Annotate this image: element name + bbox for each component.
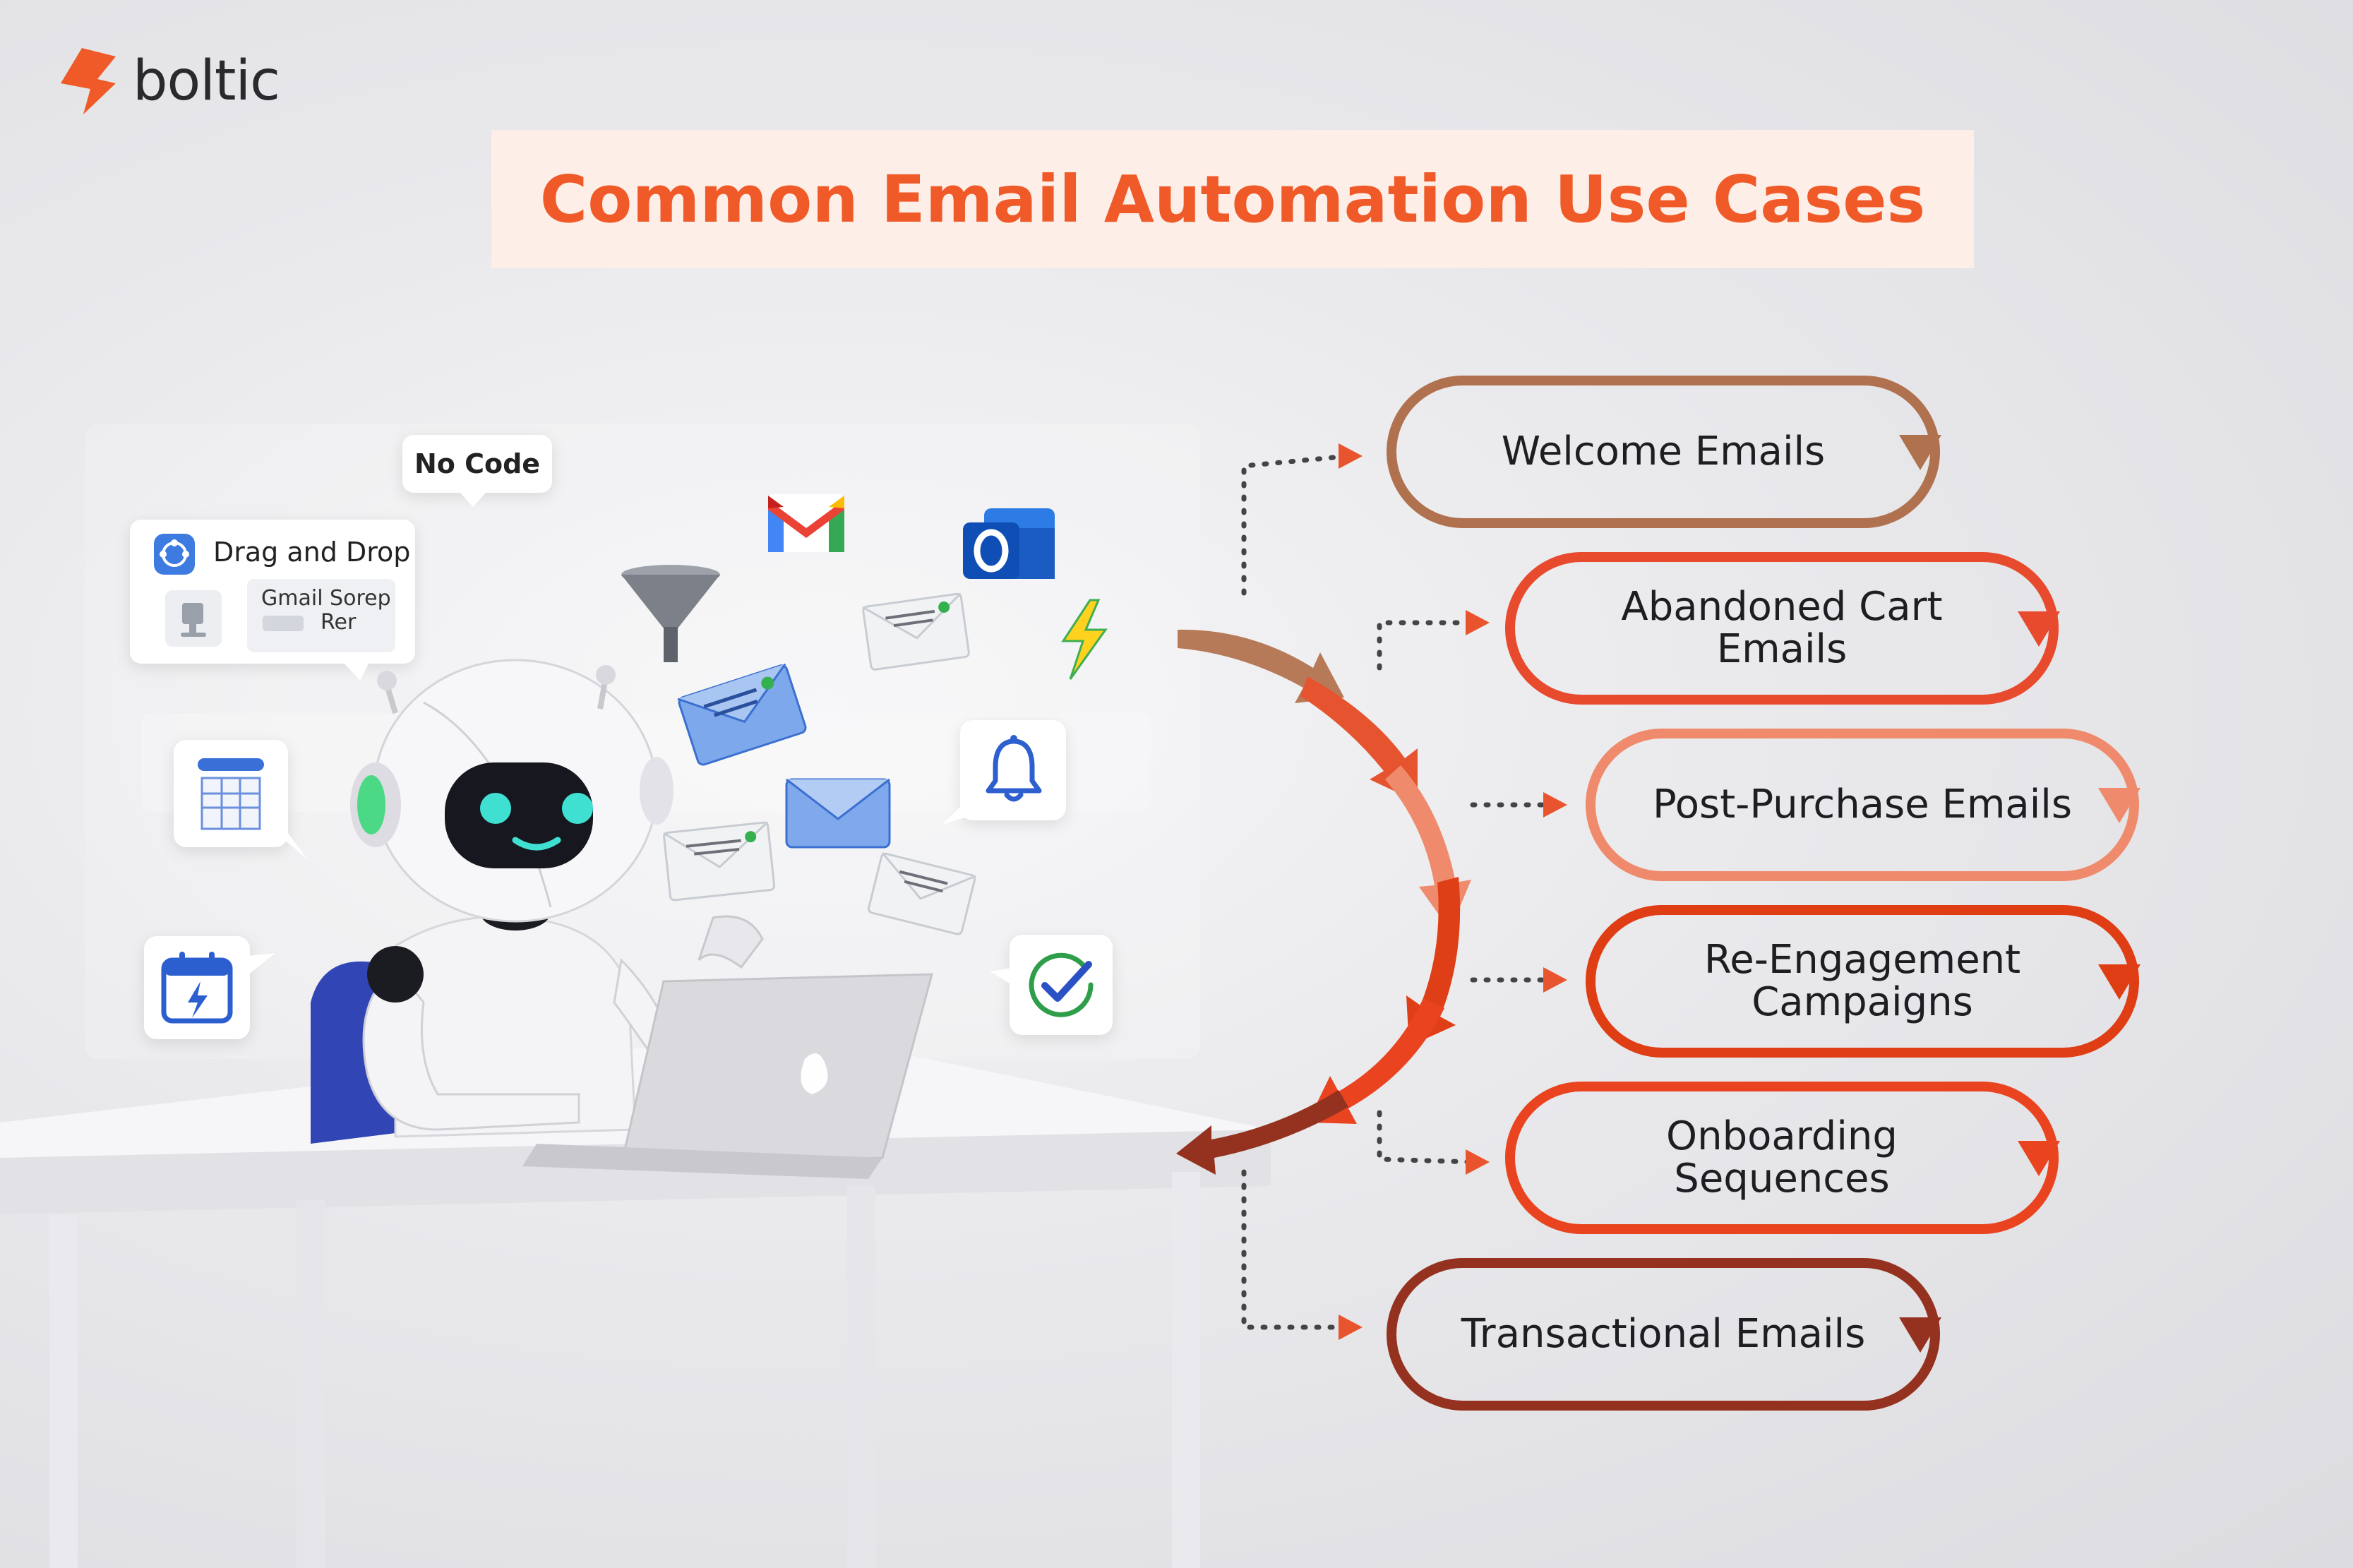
drag-step-title: Gmail Sorep bbox=[261, 586, 391, 611]
no-code-tail-icon bbox=[459, 491, 487, 507]
drag-and-drop-card: Drag and Drop Gmail Sorep Rer bbox=[130, 520, 415, 664]
envelope-icon bbox=[663, 821, 776, 902]
use-case-label: Post-Purchase Emails bbox=[1652, 782, 2072, 827]
envelope-icon bbox=[677, 663, 807, 766]
calendar-card bbox=[144, 936, 250, 1039]
dotted-connectors bbox=[1241, 453, 1556, 1330]
envelope-icon bbox=[785, 778, 891, 849]
connector-arrowheads bbox=[1339, 443, 1567, 1340]
use-case-label: Re-Engagement Campaigns bbox=[1704, 937, 2021, 1025]
gmail-icon bbox=[768, 494, 844, 552]
use-case-pill-transactional: Transactional Emails bbox=[1387, 1258, 1940, 1411]
workflow-icon bbox=[154, 534, 195, 575]
use-case-pill-post-purchase: Post-Purchase Emails bbox=[1586, 729, 2139, 881]
step-placeholder-bar bbox=[263, 616, 304, 631]
use-case-pill-re-engagement: Re-Engagement Campaigns bbox=[1586, 905, 2139, 1058]
spreadsheet-tail-icon bbox=[277, 833, 308, 860]
spreadsheet-icon bbox=[198, 758, 264, 830]
use-case-label: Abandoned Cart Emails bbox=[1621, 584, 1943, 672]
use-case-label: Welcome Emails bbox=[1501, 429, 1826, 474]
spreadsheet-card bbox=[174, 740, 288, 847]
curved-flow-arrow bbox=[1176, 629, 1471, 1175]
bell-card bbox=[960, 720, 1066, 820]
no-code-badge: No Code bbox=[402, 435, 552, 493]
robot-scene bbox=[0, 659, 1271, 1568]
use-case-pill-onboarding: Onboarding Sequences bbox=[1505, 1082, 2059, 1234]
brand-name: boltic bbox=[133, 49, 280, 113]
bolt-logo-icon bbox=[61, 48, 116, 114]
use-case-label: Transactional Emails bbox=[1461, 1311, 1866, 1357]
outlook-icon bbox=[963, 508, 1055, 579]
envelope-icon bbox=[862, 592, 970, 671]
widget-block-icon bbox=[165, 590, 222, 647]
lightning-icon bbox=[1061, 599, 1108, 680]
page-title: Common Email Automation Use Cases bbox=[539, 161, 1926, 237]
checkmark-tail-icon bbox=[990, 967, 1018, 988]
drag-and-drop-label: Drag and Drop bbox=[213, 537, 411, 568]
checkmark-icon bbox=[1029, 952, 1094, 1017]
use-case-pill-welcome: Welcome Emails bbox=[1387, 376, 1940, 528]
laptop-icon bbox=[522, 973, 933, 1179]
calendar-icon bbox=[161, 952, 233, 1024]
funnel-icon bbox=[621, 565, 720, 662]
use-case-label: Onboarding Sequences bbox=[1666, 1113, 1898, 1202]
floating-icons bbox=[621, 494, 1108, 935]
drag-step-subtitle: Rer bbox=[321, 610, 357, 635]
use-case-pill-abandoned-cart: Abandoned Cart Emails bbox=[1505, 552, 2059, 705]
no-code-label: No Code bbox=[414, 448, 541, 479]
checkmark-card bbox=[1010, 935, 1113, 1035]
envelope-icon bbox=[867, 852, 976, 935]
drag-card-tail-icon bbox=[342, 661, 370, 681]
calendar-tail-icon bbox=[247, 953, 275, 976]
bell-tail-icon bbox=[942, 798, 970, 825]
bell-icon bbox=[986, 735, 1042, 802]
title-banner: Common Email Automation Use Cases bbox=[491, 130, 1974, 268]
brand-logo: boltic bbox=[55, 42, 280, 120]
robot-icon bbox=[350, 659, 764, 1138]
